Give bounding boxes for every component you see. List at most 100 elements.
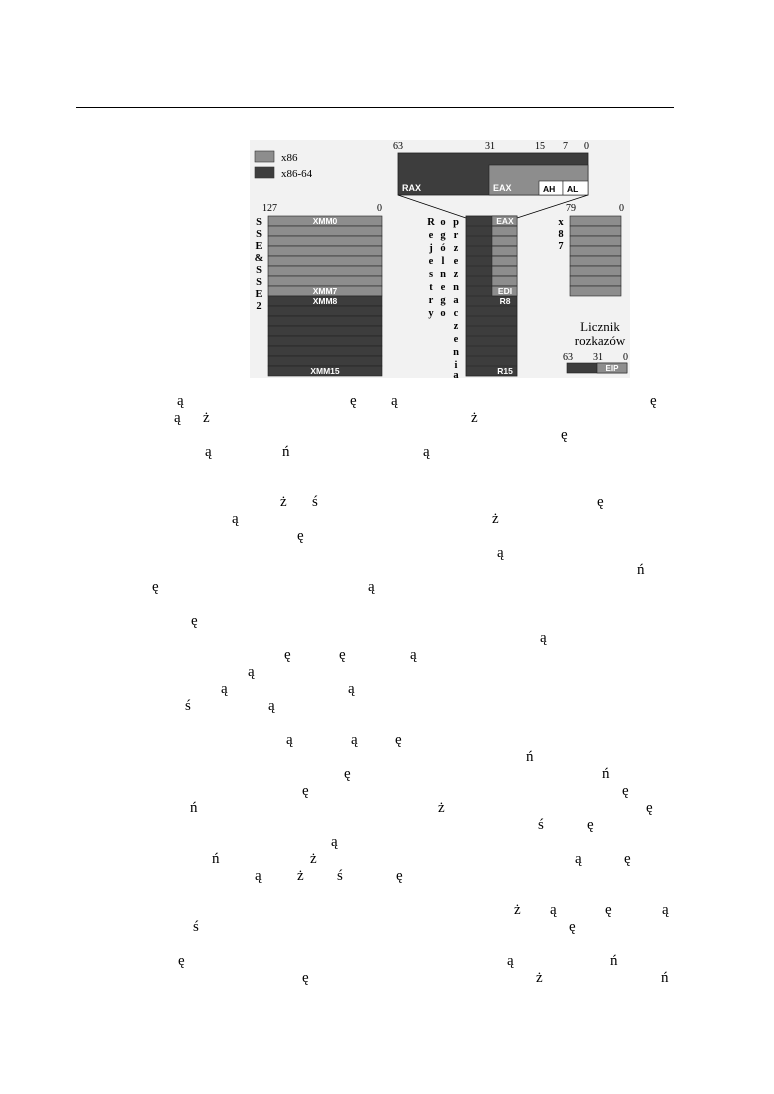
stray-glyph: ż	[492, 511, 499, 527]
stray-glyph: ę	[350, 393, 357, 409]
stray-glyph: ą	[351, 732, 358, 748]
ip-title-line1: Licznik	[580, 319, 620, 334]
svg-text:e: e	[454, 334, 459, 345]
stray-glyph: ż	[203, 410, 210, 426]
svg-text:a: a	[453, 295, 459, 306]
stray-glyph: ń	[190, 800, 198, 816]
stray-glyph: ś	[312, 494, 318, 510]
svg-text:s: s	[429, 269, 433, 280]
svg-text:S: S	[256, 277, 262, 288]
header-rule	[76, 107, 674, 108]
stray-glyph: ę	[597, 494, 604, 510]
svg-text:r: r	[429, 295, 434, 306]
stray-glyph: ą	[391, 393, 398, 409]
stray-glyph: ą	[410, 647, 417, 663]
stray-glyph: ą	[248, 664, 255, 680]
stray-glyph: ę	[178, 953, 185, 969]
stray-glyph: ą	[423, 444, 430, 460]
al-region	[562, 180, 589, 196]
svg-text:o: o	[440, 217, 445, 228]
stray-glyph: ń	[602, 766, 610, 782]
x87-register-stack	[569, 215, 622, 297]
stray-glyph: ś	[538, 817, 544, 833]
gpr-vertical-label-2: o g ó l n e g o	[440, 217, 446, 319]
x87-bit-79: 79	[566, 203, 576, 214]
stray-glyph: ę	[396, 868, 403, 884]
gpr-vertical-label-3: p r z e z n a c z e n i a	[453, 217, 459, 381]
sse-vertical-label: S S E & S S E 2	[255, 217, 264, 312]
rax-bit-7: 7	[563, 141, 568, 152]
stray-glyph: ę	[191, 613, 198, 629]
gpr-eax-label: EAX	[496, 216, 514, 226]
eip-label: EIP	[606, 364, 620, 373]
stray-glyph: ą	[286, 732, 293, 748]
eip-region	[596, 362, 628, 374]
stray-glyph: ą	[348, 681, 355, 697]
stray-glyph: ń	[282, 444, 290, 460]
eax-label: EAX	[493, 183, 512, 193]
stray-glyph: ą	[497, 545, 504, 561]
ip-bit-63: 63	[563, 352, 573, 363]
svg-text:z: z	[454, 321, 459, 332]
stray-glyph: ę	[302, 783, 309, 799]
stray-glyph: ś	[193, 919, 199, 935]
svg-text:n: n	[440, 269, 446, 280]
svg-text:l: l	[442, 256, 445, 267]
svg-text:o: o	[440, 308, 445, 319]
al-label: AL	[567, 184, 578, 194]
stray-glyph: ę	[344, 766, 351, 782]
svg-text:p: p	[453, 217, 459, 228]
stray-glyph: ą	[268, 698, 275, 714]
stray-glyph: ą	[174, 410, 181, 426]
svg-text:z: z	[454, 243, 459, 254]
rax-bit-63: 63	[393, 141, 403, 152]
x87-vertical-label: x 8 7	[558, 217, 564, 252]
svg-text:c: c	[454, 308, 459, 319]
stray-glyph: ą	[255, 868, 262, 884]
stray-glyph: ń	[610, 953, 618, 969]
legend-label-x86-64: x86-64	[281, 168, 313, 180]
stray-glyph: ę	[561, 427, 568, 443]
stray-glyph: ś	[337, 868, 343, 884]
gpr-r15-label: R15	[497, 366, 513, 376]
svg-text:2: 2	[256, 301, 261, 312]
stray-glyph: ą	[331, 834, 338, 850]
stray-glyph: ż	[514, 902, 521, 918]
svg-text:n: n	[453, 282, 459, 293]
svg-text:g: g	[440, 230, 446, 241]
svg-text:e: e	[429, 230, 434, 241]
stray-glyph: ż	[536, 970, 543, 986]
stray-glyph: ą	[205, 444, 212, 460]
stray-glyph: ę	[152, 579, 159, 595]
gpr-vertical-label-1: R e j e s t r y	[427, 217, 435, 319]
rax-bit-0: 0	[584, 141, 589, 152]
svg-text:7: 7	[558, 241, 563, 252]
stray-glyph: ą	[232, 511, 239, 527]
svg-text:n: n	[453, 347, 459, 358]
stray-glyph: ż	[471, 410, 478, 426]
svg-text:a: a	[453, 370, 459, 381]
stray-glyph: ą	[507, 953, 514, 969]
svg-text:R: R	[427, 217, 435, 228]
stray-glyph: ś	[185, 698, 191, 714]
stray-glyph: ę	[587, 817, 594, 833]
stray-glyph: ę	[624, 851, 631, 867]
svg-text:x: x	[558, 217, 564, 228]
xmm15-label: XMM15	[310, 366, 340, 376]
stray-glyph: ń	[661, 970, 669, 986]
stray-glyph: ą	[221, 681, 228, 697]
stray-glyph: ą	[550, 902, 557, 918]
svg-text:e: e	[454, 256, 459, 267]
stray-glyph: ę	[569, 919, 576, 935]
svg-text:S: S	[256, 229, 262, 240]
stray-glyph: ę	[339, 647, 346, 663]
legend-swatch-x86	[254, 150, 275, 163]
stray-glyph: ę	[650, 393, 657, 409]
svg-text:ó: ó	[440, 243, 445, 254]
stray-glyph: ę	[302, 970, 309, 986]
connector-left	[397, 194, 467, 219]
svg-text:j: j	[428, 243, 433, 254]
rax-label: RAX	[402, 183, 421, 193]
stray-glyph: ż	[310, 851, 317, 867]
